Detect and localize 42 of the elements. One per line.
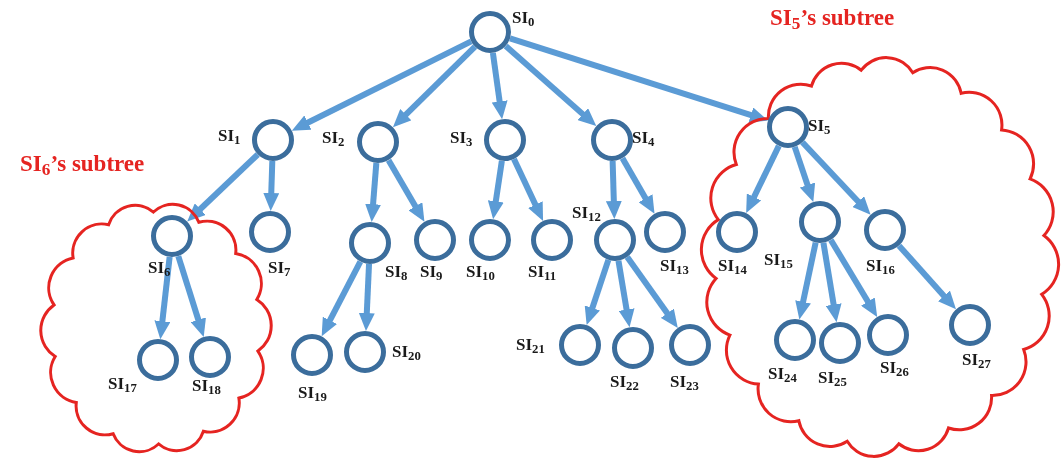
arrow [175, 255, 206, 337]
node-label: SI$_{18}$ [192, 376, 221, 396]
arrow [509, 35, 768, 123]
node-label: SI$_{26}$ [880, 358, 909, 378]
arrow [795, 241, 819, 320]
node-label: SI$_{20}$ [392, 342, 421, 362]
arrow [263, 160, 280, 211]
node-label: SI$_{9}$ [420, 262, 443, 282]
node-label: SI$_{27}$ [962, 350, 991, 370]
arrow [489, 52, 508, 120]
arrow [605, 160, 622, 219]
arrow [358, 263, 375, 331]
subtree-heading: SI$_{5}$’s subtree [770, 6, 895, 29]
node-label: SI$_{3}$ [450, 128, 473, 148]
node-label: SI$_{25}$ [818, 368, 847, 388]
node-label: SI$_{17}$ [108, 374, 137, 394]
node-label: SI$_{23}$ [670, 372, 699, 392]
arrow [487, 160, 505, 220]
arrow [820, 242, 842, 323]
node-label: SI$_{6}$ [148, 258, 171, 278]
node-label: SI$_{22}$ [610, 372, 639, 392]
node-label: SI$_{5}$ [808, 116, 831, 136]
node-label: SI$_{0}$ [512, 8, 535, 28]
node-label: SI$_{1}$ [218, 126, 241, 146]
node-label: SI$_{13}$ [660, 256, 689, 276]
arrow [154, 256, 173, 340]
node-label: SI$_{4}$ [632, 128, 655, 148]
node-label: SI$_{21}$ [516, 335, 545, 355]
node-label: SI$_{24}$ [768, 364, 797, 384]
node-label: SI$_{15}$ [764, 250, 793, 270]
node-label: SI$_{12}$ [572, 203, 601, 223]
arrow [615, 260, 635, 328]
node-label: SI$_{14}$ [718, 256, 747, 276]
arrow [365, 162, 382, 223]
subtree-heading: SI$_{6}$’s subtree [20, 152, 145, 175]
node-label: SI$_{10}$ [466, 262, 495, 282]
node-label: SI$_{11}$ [528, 262, 557, 282]
node-label: SI$_{19}$ [298, 383, 327, 403]
node-label: SI$_{16}$ [866, 256, 895, 276]
node-label: SI$_{7}$ [268, 258, 291, 278]
node-label: SI$_{2}$ [322, 128, 345, 148]
node-label: SI$_{8}$ [385, 262, 408, 282]
